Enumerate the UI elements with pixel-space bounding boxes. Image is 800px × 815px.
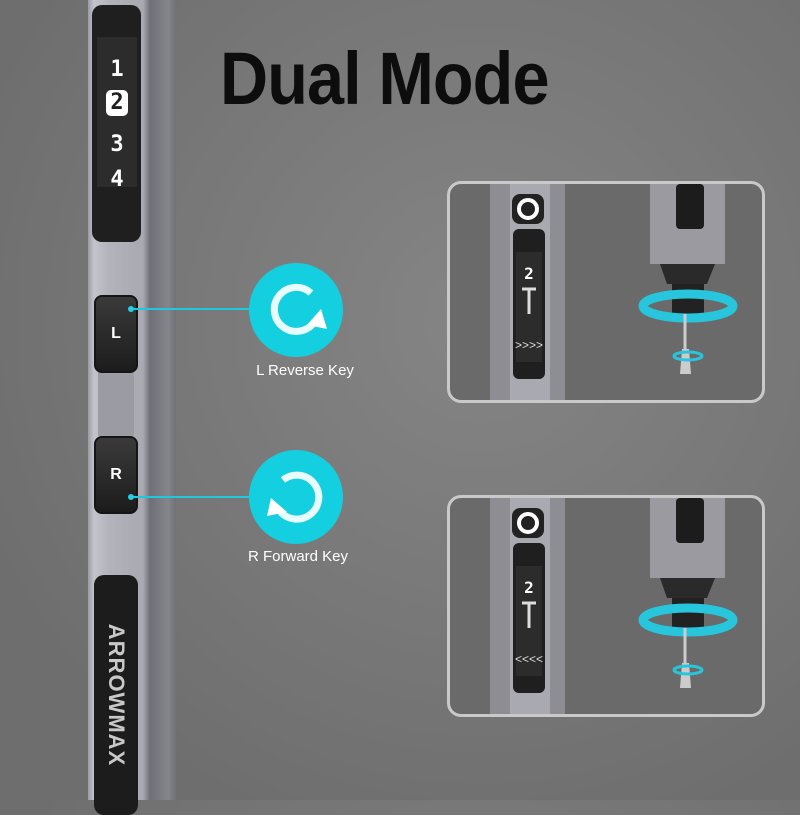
direction-arrows: <<<<	[515, 652, 543, 666]
reverse-mode-panel: 2 >>>>	[447, 181, 765, 403]
gear-digit: 1	[110, 57, 124, 82]
panel-gear: 2	[524, 264, 534, 283]
callout-line	[131, 308, 256, 310]
selected-gear-highlight	[106, 90, 128, 116]
page-title: Dual Mode	[220, 37, 550, 120]
forward-mode-panel: 2 <<<<	[447, 495, 765, 717]
rotate-clockwise-icon	[249, 450, 343, 544]
r-key-label: R Forward Key	[247, 548, 349, 565]
l-key-label: L Reverse Key	[256, 362, 354, 379]
callout-dot	[128, 306, 134, 312]
rotate-counterclockwise-icon	[249, 263, 343, 357]
brand-text: ARROWMAX	[104, 623, 129, 767]
panel-gear: 2	[524, 578, 534, 597]
key-slot	[98, 372, 134, 436]
callout-line	[131, 496, 256, 498]
gear-digit: 3	[110, 132, 124, 157]
callout-dot	[128, 494, 134, 500]
gear-digit-selected: 2	[110, 90, 124, 115]
brand-plate	[94, 575, 138, 815]
direction-arrows: >>>>	[515, 338, 543, 352]
gear-digit: 4	[110, 167, 124, 192]
r-forward-key[interactable]: R	[94, 436, 138, 514]
